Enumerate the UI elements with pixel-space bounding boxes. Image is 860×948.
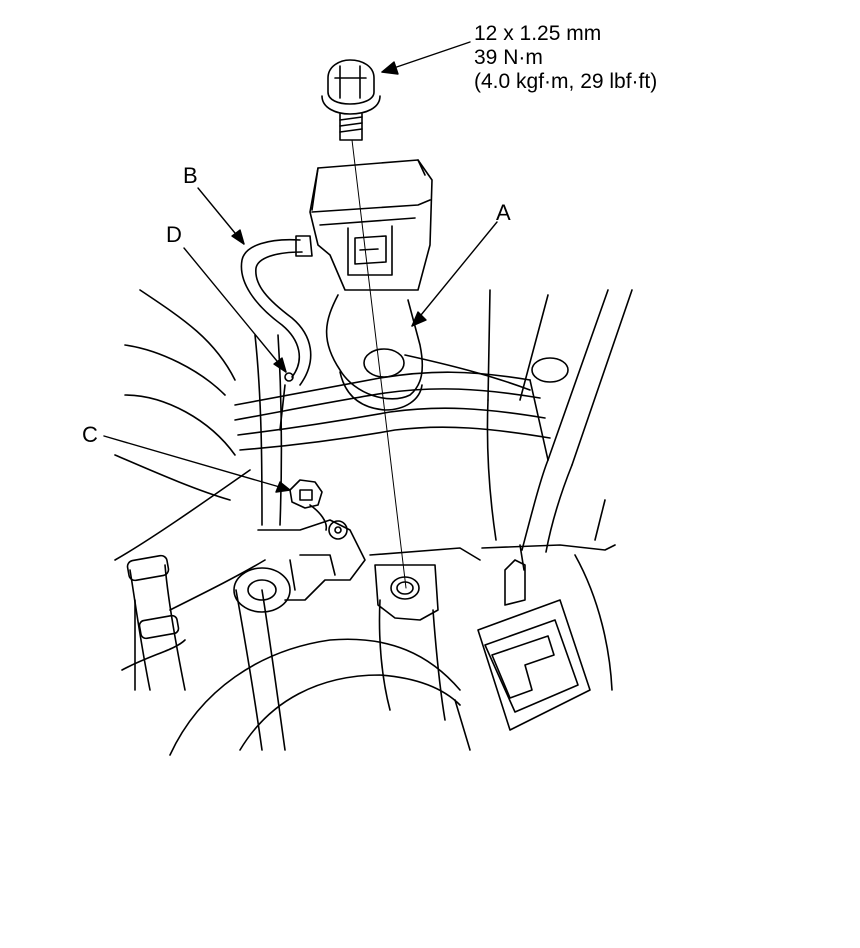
strut-cylinder <box>486 289 633 553</box>
torque-alternate-units: (4.0 kgf·m, 29 lbf·ft) <box>474 70 658 93</box>
torque-specification: 12 x 1.25 mm 39 N·m (4.0 kgf·m, 29 lbf·f… <box>474 22 657 94</box>
transmission-case-right <box>481 499 616 691</box>
callout-c: C <box>82 422 98 447</box>
clip-c <box>289 479 328 531</box>
ground-cable-b <box>240 235 313 386</box>
ground-terminal-a <box>309 159 433 411</box>
torque-nm: 39 N·m <box>474 46 543 69</box>
bolt-boss <box>369 547 481 721</box>
thread-size: 12 x 1.25 mm <box>474 22 602 45</box>
lower-hose <box>126 554 186 691</box>
shift-cable <box>235 334 286 751</box>
engine-body-left <box>114 289 266 691</box>
right-connector <box>477 544 591 731</box>
flange-bolt <box>321 59 381 141</box>
alignment-line <box>351 139 407 589</box>
shift-lever-bracket <box>233 519 366 613</box>
wire-harness <box>234 354 551 451</box>
callout-a: A <box>496 200 511 225</box>
callout-b: B <box>183 163 198 188</box>
callout-d: D <box>166 222 182 247</box>
wire-d <box>279 372 294 431</box>
leader-lines <box>103 41 498 493</box>
lower-housing <box>169 638 471 756</box>
